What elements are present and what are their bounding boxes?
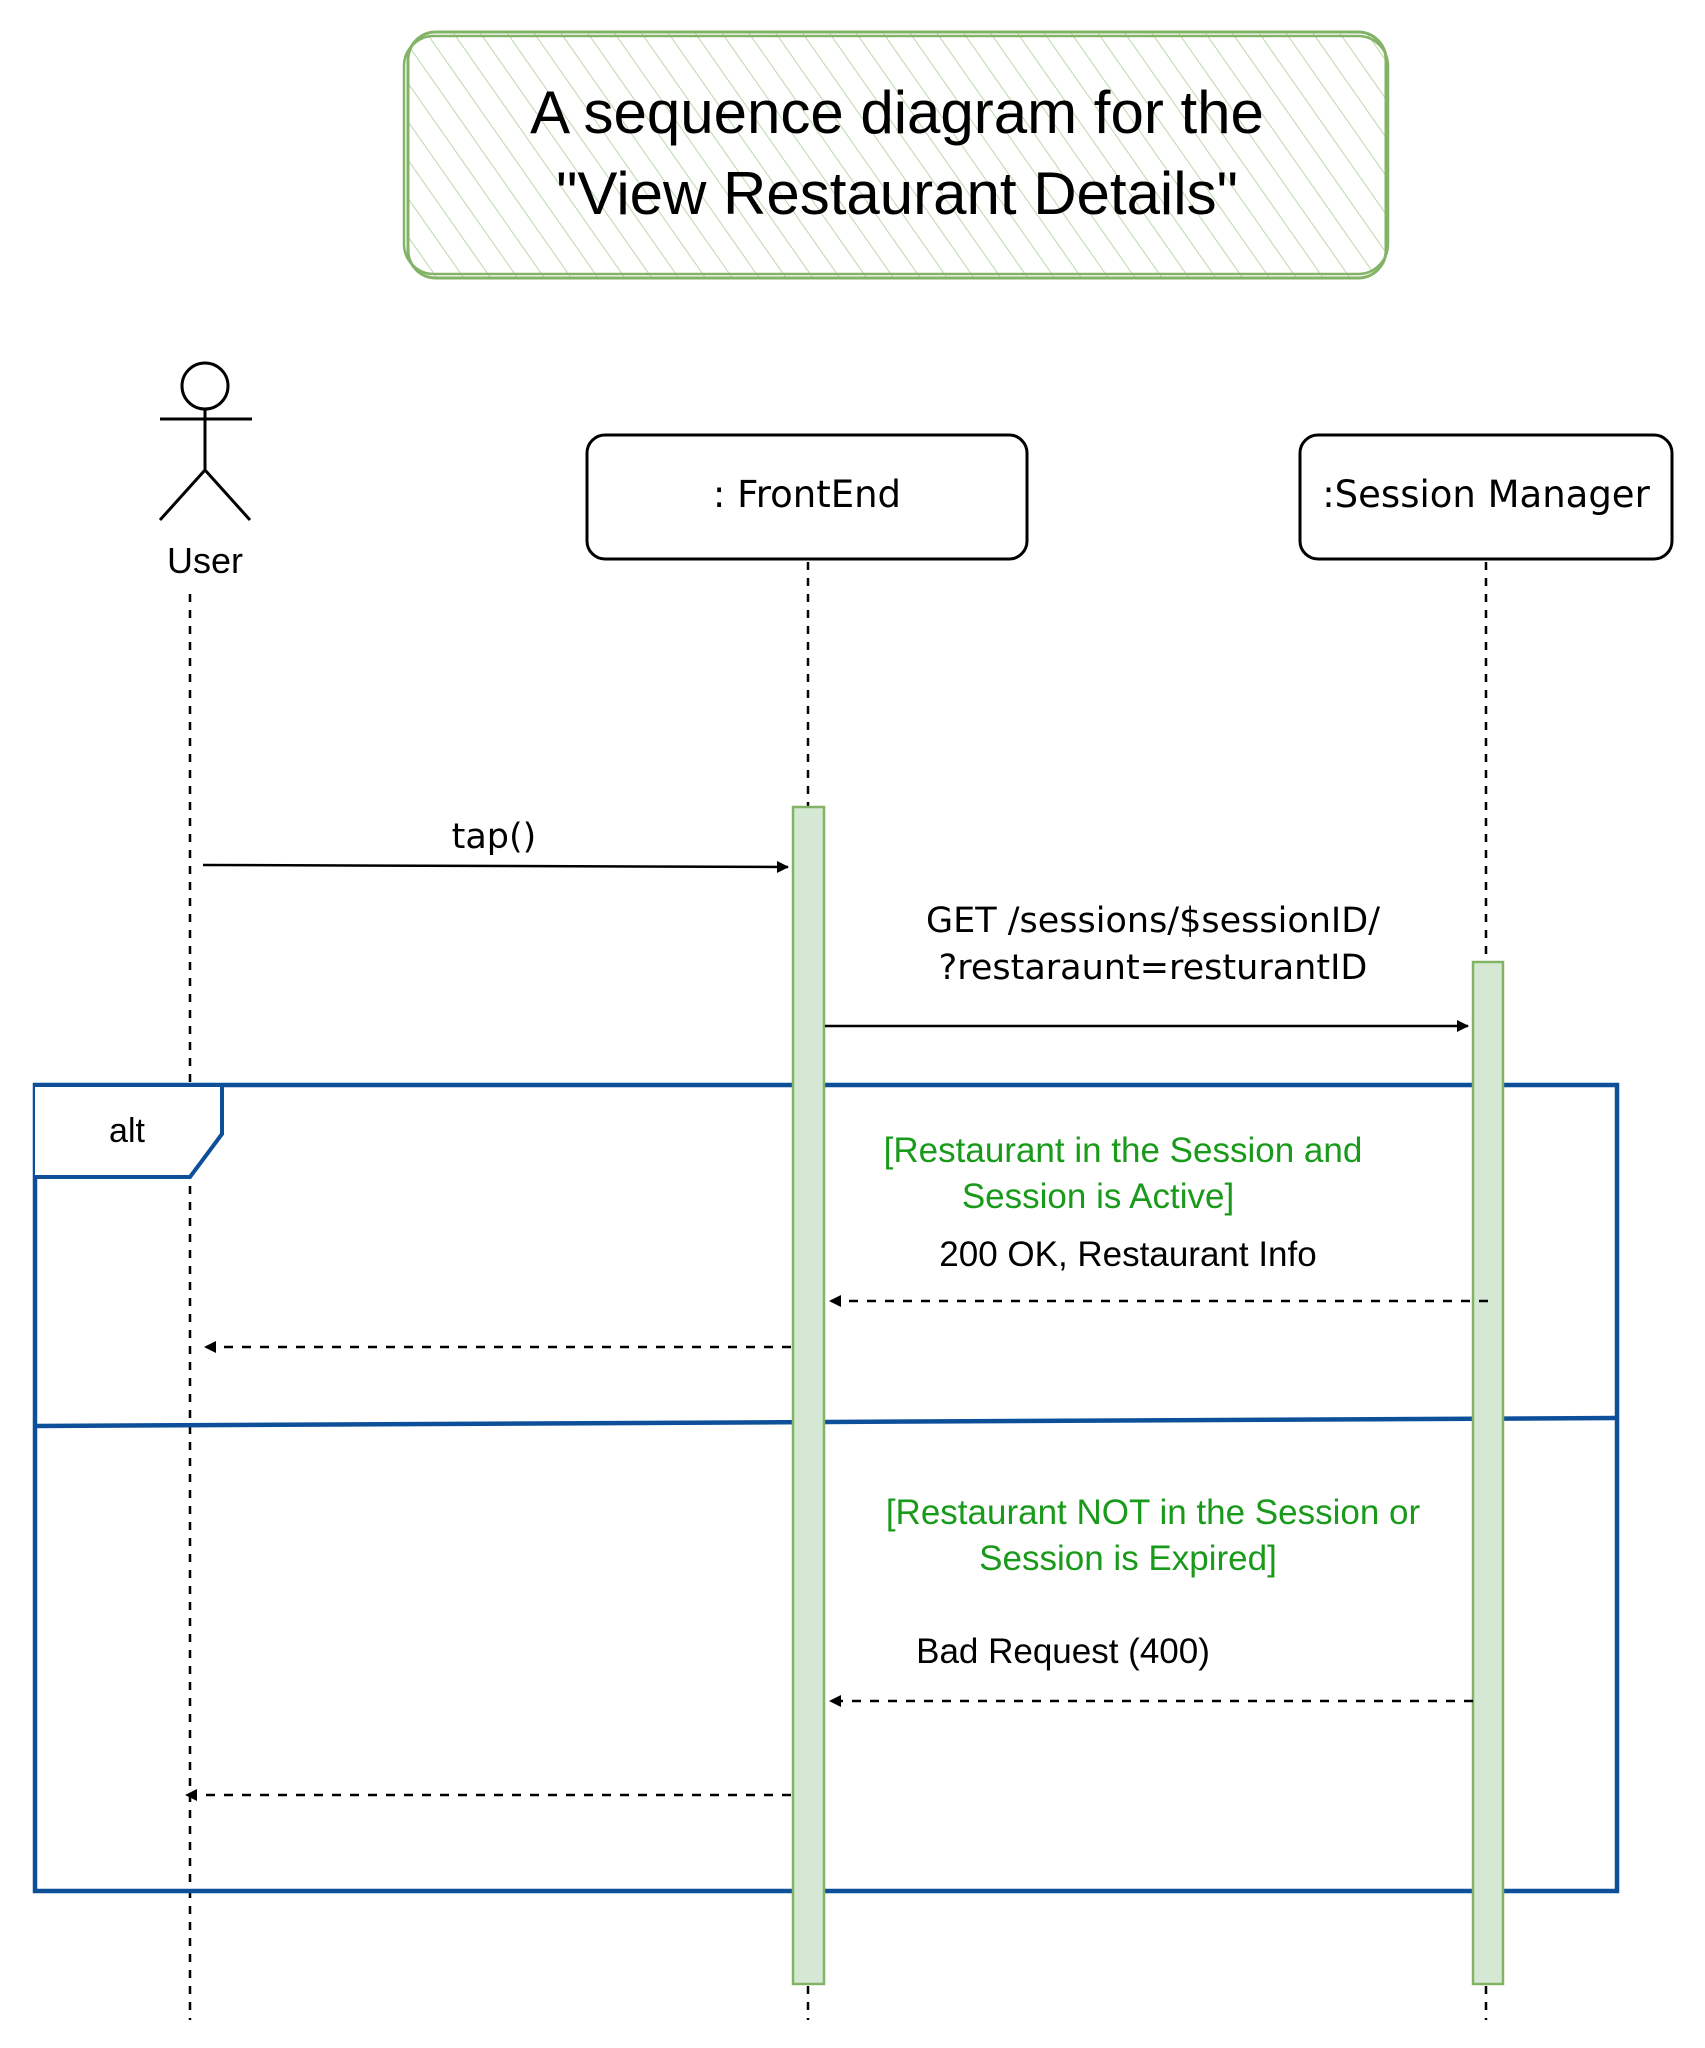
get-request-label-line-2: ?restaraunt=resturantID bbox=[939, 948, 1368, 988]
alt-operator-tab bbox=[35, 1083, 224, 1179]
alt-divider bbox=[34, 1415, 1618, 1429]
frontend-label: : FrontEnd bbox=[713, 473, 901, 516]
title-box: A sequence diagram for the "View Restaur… bbox=[402, 30, 1390, 280]
session-manager-activation-bar bbox=[1471, 960, 1505, 1986]
frontend-activation-bar bbox=[791, 805, 826, 1986]
frontend-participant: : FrontEnd bbox=[585, 433, 1029, 561]
alt-operator-label: alt bbox=[109, 1112, 145, 1150]
ok-response-label: 200 OK, Restaurant Info bbox=[939, 1235, 1316, 1274]
get-request-label-line-1: GET /sessions/$sessionID/ bbox=[926, 901, 1380, 941]
ok-response-message: 200 OK, Restaurant Info bbox=[829, 1235, 1488, 1307]
guard-1-line-2: Session is Active] bbox=[962, 1177, 1234, 1216]
session-manager-participant: :Session Manager bbox=[1298, 433, 1674, 561]
user-label: User bbox=[167, 540, 243, 581]
title-line-1: A sequence diagram for the bbox=[530, 79, 1264, 146]
stick-figure-icon bbox=[158, 361, 252, 522]
session-manager-label: :Session Manager bbox=[1322, 473, 1650, 516]
tap-label: tap() bbox=[452, 817, 537, 857]
guard-2-line-2: Session is Expired] bbox=[979, 1539, 1277, 1578]
guard-1-line-1: [Restaurant in the Session and bbox=[884, 1131, 1363, 1170]
alt-fragment: alt bbox=[32, 1082, 1620, 1894]
user-actor: User bbox=[158, 361, 252, 581]
title-line-2: "View Restaurant Details" bbox=[556, 160, 1238, 227]
bad-request-message: Bad Request (400) bbox=[829, 1632, 1473, 1707]
get-request-message: GET /sessions/$sessionID/ ?restaraunt=re… bbox=[825, 901, 1469, 1032]
bad-request-label: Bad Request (400) bbox=[916, 1632, 1210, 1671]
guard-2-line-1: [Restaurant NOT in the Session or bbox=[886, 1493, 1421, 1532]
tap-message: tap() bbox=[202, 817, 789, 873]
